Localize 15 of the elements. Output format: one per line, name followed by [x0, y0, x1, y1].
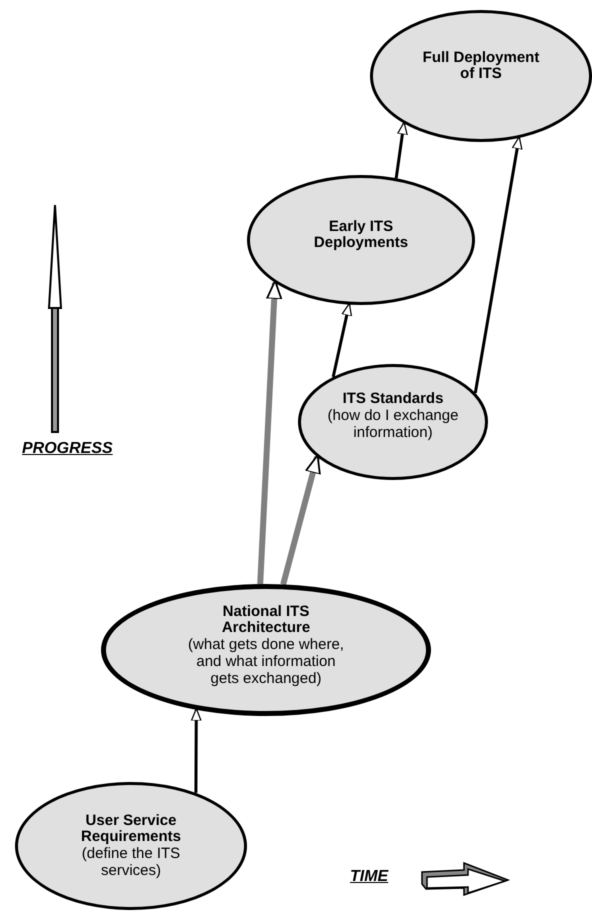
- node-description: (define the ITS services): [80, 845, 182, 879]
- node-description: (how do I exchange information): [326, 407, 460, 441]
- arrow: [474, 136, 522, 394]
- arrow: [332, 302, 352, 378]
- node-title: Early ITS Deployments: [312, 219, 410, 251]
- axis-label: PROGRESS: [22, 440, 113, 458]
- node-title: Full Deployment of ITS: [422, 50, 540, 82]
- arrow: [280, 454, 321, 586]
- node-title: National ITS Architecture: [220, 604, 312, 636]
- node-title: ITS Standards: [342, 391, 444, 407]
- node-title: User Service Requirements: [80, 813, 182, 845]
- arrow: [257, 280, 282, 584]
- axis-label: TIME: [350, 868, 388, 886]
- arrow: [190, 708, 202, 793]
- node-description: (what gets done where, and what information gets exchanged): [187, 636, 345, 686]
